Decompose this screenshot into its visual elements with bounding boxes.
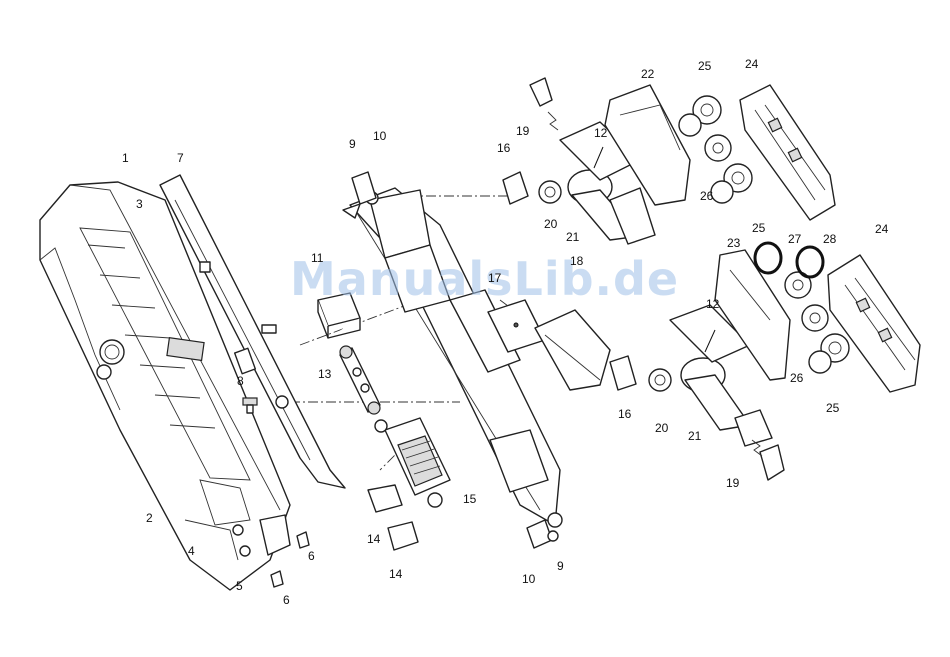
traction-tire-b — [797, 247, 823, 277]
motor-clip-upper — [368, 485, 402, 512]
callout-11: 11 — [311, 251, 324, 265]
callout-22: 22 — [641, 67, 655, 81]
callout-19b: 19 — [726, 476, 740, 490]
wheelset-upper-b — [705, 135, 731, 161]
truck-frame-lower — [828, 255, 920, 392]
callout-24a: 24 — [745, 57, 759, 71]
callout-4: 4 — [188, 544, 195, 558]
callout-9b: 9 — [557, 559, 564, 573]
callout-10a: 10 — [373, 129, 387, 143]
callout-12b: 12 — [706, 297, 720, 311]
drive-shaft — [340, 346, 380, 414]
callout-24b: 24 — [875, 222, 889, 236]
callout-20b: 20 — [655, 421, 669, 435]
callout-13: 13 — [318, 367, 332, 381]
callout-17: 17 — [488, 271, 502, 285]
callout-26b: 26 — [790, 371, 804, 385]
callout-15: 15 — [463, 492, 477, 506]
callout-2: 2 — [146, 511, 153, 525]
callout-3: 3 — [136, 197, 143, 211]
callout-26a: 26 — [700, 189, 714, 203]
callout-28: 28 — [823, 232, 837, 246]
callout-21a: 21 — [566, 230, 580, 244]
callout-7: 7 — [177, 151, 184, 165]
callout-5: 5 — [236, 579, 243, 593]
callout-25a: 25 — [698, 59, 712, 73]
callout-25b: 25 — [752, 221, 766, 235]
callout-20a: 20 — [544, 217, 558, 231]
truck-sideframe-upper — [605, 85, 690, 205]
motor-clip-lower — [388, 522, 418, 550]
watermark: ManualsLib.de — [290, 252, 679, 306]
callout-1: 1 — [122, 151, 129, 165]
callout-9a: 9 — [349, 137, 356, 151]
callout-12a: 12 — [594, 126, 608, 140]
callout-21b: 21 — [688, 429, 702, 443]
wheelset-upper-a — [679, 96, 721, 136]
callout-6b: 6 — [283, 593, 290, 607]
callout-8: 8 — [237, 374, 244, 388]
callout-14b: 14 — [389, 567, 403, 581]
callout-23: 23 — [727, 236, 741, 250]
main-chassis — [350, 188, 562, 527]
pin-lower — [752, 440, 784, 480]
bracket — [535, 310, 610, 390]
callout-14a: 14 — [367, 532, 381, 546]
callout-19a: 19 — [516, 124, 530, 138]
traction-tire-a — [755, 243, 781, 273]
callout-18: 18 — [570, 254, 584, 268]
bushing-lower — [610, 356, 636, 390]
callout-6a: 6 — [308, 549, 315, 563]
wheelset-lower-b — [802, 305, 828, 331]
gear-upper — [539, 181, 561, 203]
pin-upper — [530, 78, 558, 130]
callout-25c: 25 — [826, 401, 840, 415]
callout-16a: 16 — [497, 141, 511, 155]
wheelset-lower-c — [809, 334, 849, 373]
wheelset-upper-c — [711, 164, 752, 203]
callout-10b: 10 — [522, 572, 536, 586]
truck-sideframe-lower — [715, 250, 790, 380]
bushing-upper — [503, 172, 528, 204]
truck-frame-upper — [740, 85, 835, 220]
callout-16b: 16 — [618, 407, 632, 421]
callout-27: 27 — [788, 232, 802, 246]
body-shell — [40, 182, 290, 590]
gear-lower — [649, 369, 671, 391]
